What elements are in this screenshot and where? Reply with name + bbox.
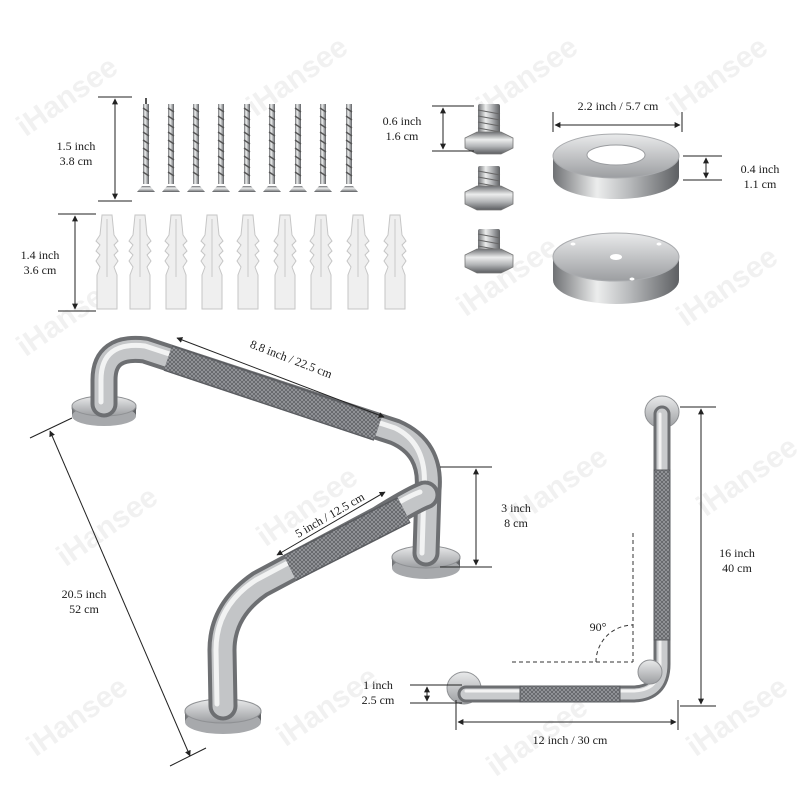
screw [314, 104, 332, 192]
screw [162, 104, 180, 192]
screw [238, 104, 256, 192]
hex-bolt [464, 166, 514, 211]
wall-anchor [309, 214, 333, 310]
anchors-row [95, 214, 407, 310]
hex-bolt [464, 229, 514, 274]
diagonal-dimension [29, 417, 207, 767]
screw [137, 98, 155, 192]
anchor-length-dimension [58, 213, 96, 312]
tube-diameter-dimension [410, 684, 462, 704]
screw-length-dimension [98, 96, 132, 202]
wall-anchor [200, 214, 224, 310]
flange-base-plate [552, 232, 680, 304]
height-dimension [680, 406, 716, 707]
angle-label: 90° [589, 620, 607, 634]
angled-grab-bar [71, 335, 461, 734]
flange-diameter-dimension [552, 112, 683, 132]
hex-bolt [464, 104, 514, 155]
lower-grip-dimension [276, 491, 386, 556]
wall-anchor [346, 214, 370, 310]
screw [187, 104, 205, 192]
screw [340, 104, 358, 192]
screw [212, 104, 230, 192]
wall-anchor [95, 214, 119, 310]
hex-bolts [464, 104, 514, 274]
l-shaped-grab-bar [446, 395, 680, 705]
wall-anchor [236, 214, 260, 310]
right-angle-marker [512, 533, 634, 663]
screw [263, 104, 281, 192]
wall-anchor [164, 214, 188, 310]
top-grip-dimension [176, 337, 385, 418]
wall-anchor [273, 214, 297, 310]
wall-anchor [128, 214, 152, 310]
bolt-length-dimension [432, 105, 474, 152]
flange-ring [552, 133, 680, 199]
flange-diameter-label: 2.2 inch / 5.7 cm [577, 99, 659, 113]
flange-thickness-dimension [683, 155, 722, 181]
width-dimension [455, 700, 679, 730]
wall-anchor [383, 214, 407, 310]
screws-row [137, 98, 358, 192]
width-label: 12 inch / 30 cm [532, 733, 608, 747]
projection-dimension [440, 466, 492, 568]
screw [289, 104, 307, 192]
